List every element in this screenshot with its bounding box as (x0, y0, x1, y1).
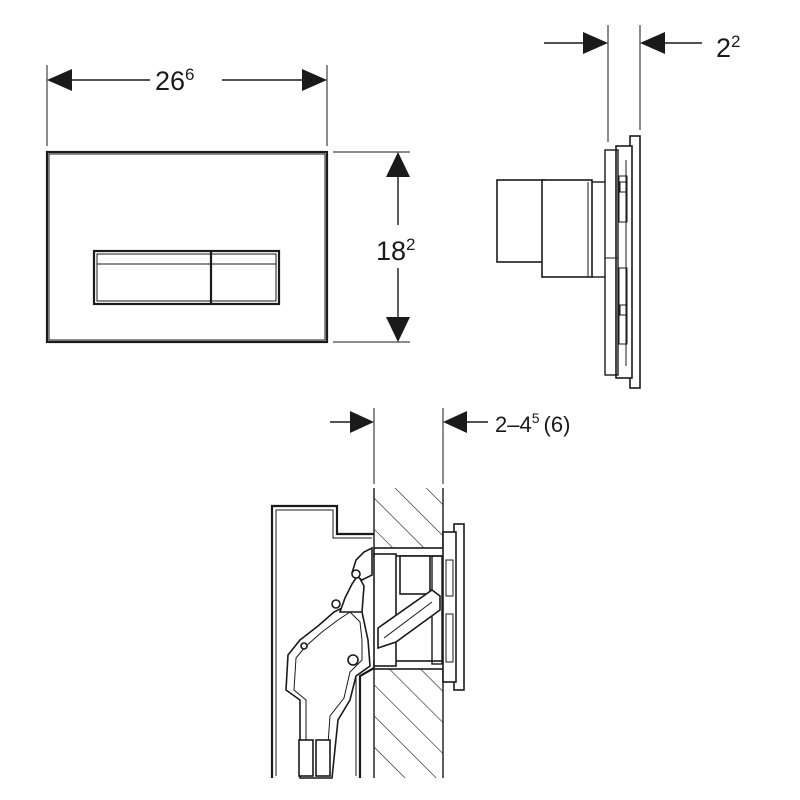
arrowhead-right (302, 69, 327, 91)
flush-mechanism (285, 546, 373, 779)
flush-plate-outline (45, 150, 329, 344)
arrowhead-left (47, 69, 72, 91)
width-label: 266 (155, 65, 195, 96)
installation-section (270, 488, 465, 779)
arrowhead-down (386, 317, 410, 342)
flush-plate-inner-edge (48, 153, 326, 341)
width-dimension: 266 (46, 65, 328, 146)
wall-section (373, 488, 444, 778)
actuator-front-block (541, 179, 593, 278)
arrowhead-right (583, 32, 608, 54)
arrowhead-right (350, 411, 374, 433)
wall-thickness-dimension: 2–45(6) (330, 408, 570, 484)
cistern-body (270, 504, 374, 778)
arrowhead-left (640, 32, 665, 54)
actuator-rear-block (496, 179, 546, 263)
height-dimension: 182 (333, 151, 416, 343)
installed-flush-plate (442, 523, 465, 691)
mounting-frame (373, 547, 445, 670)
side-view (496, 135, 641, 389)
arrowhead-up (386, 152, 410, 177)
dual-flush-button (92, 249, 281, 306)
height-label: 182 (376, 235, 416, 266)
front-view (45, 150, 329, 344)
arrowhead-left (443, 411, 467, 433)
wall-thickness-label: 2–45(6) (495, 410, 570, 437)
button-mechanism (605, 175, 628, 345)
plate-depth-label: 22 (716, 32, 741, 63)
plate-depth-dimension: 22 (544, 25, 741, 142)
